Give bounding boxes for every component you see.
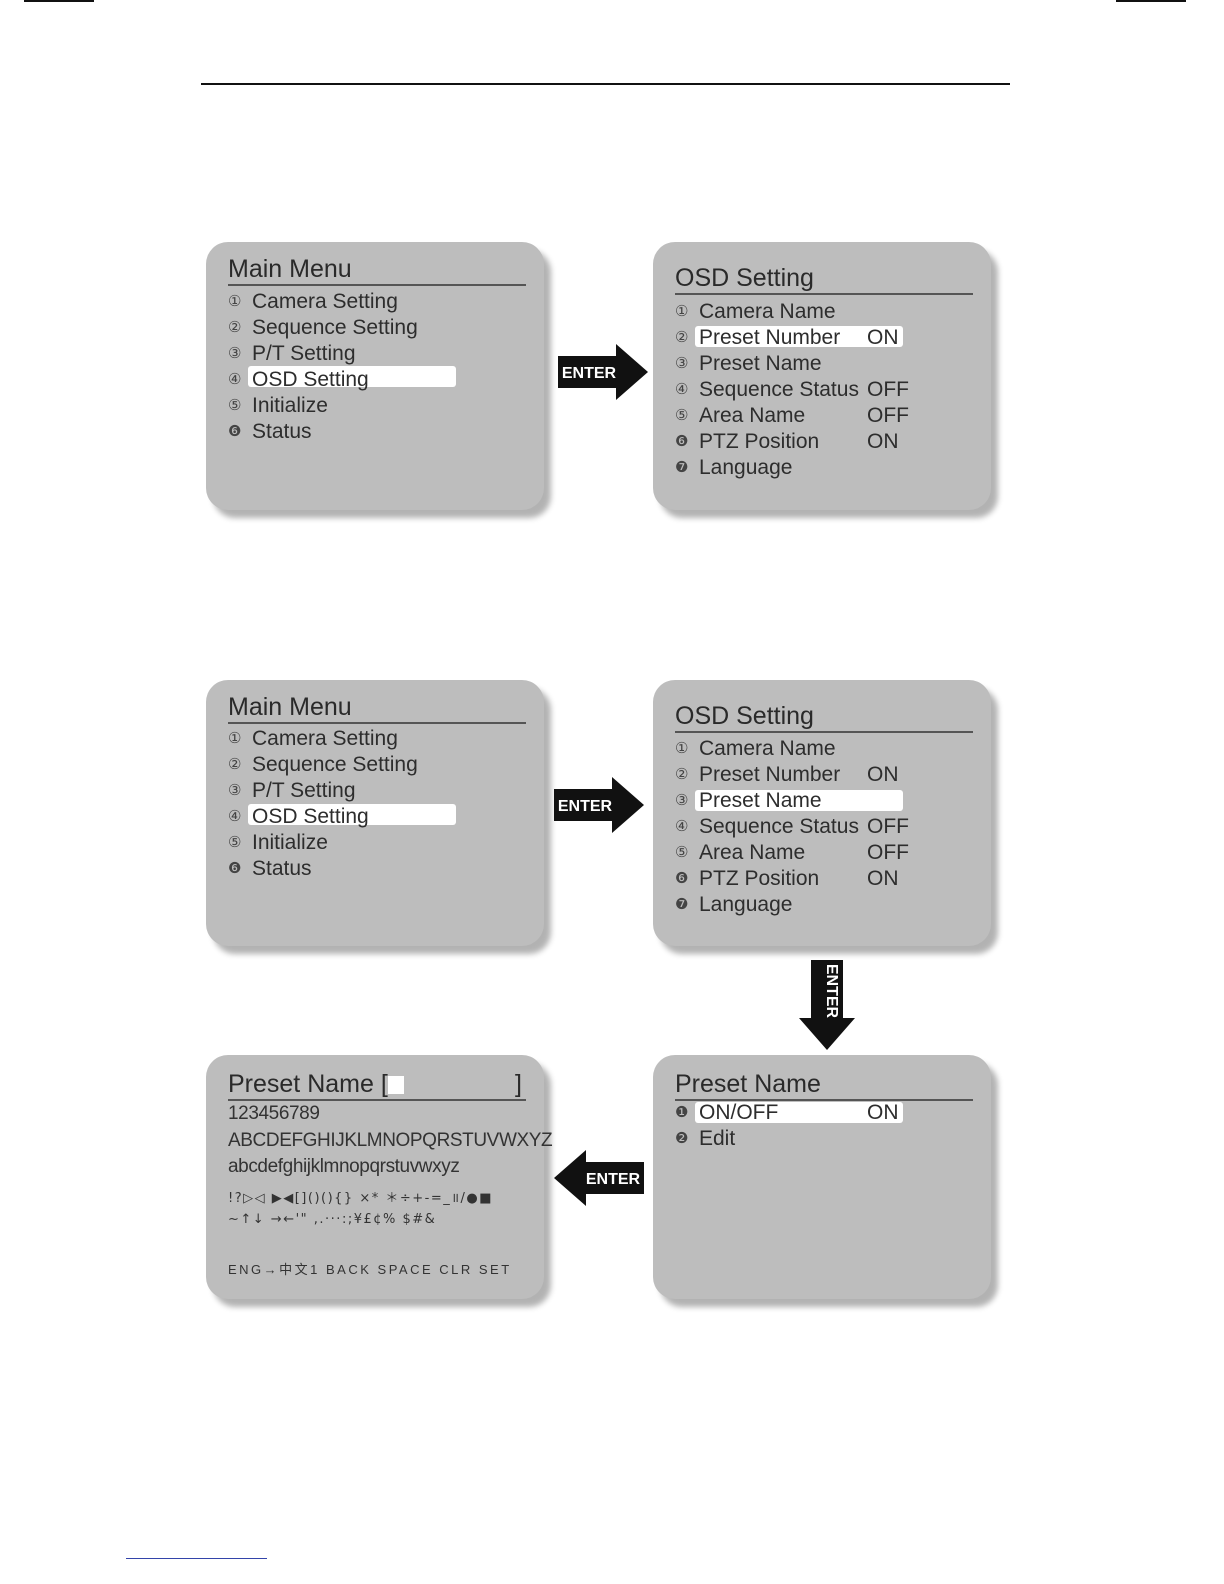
preset-edit-title-prefix: Preset Name [ [228,1070,388,1098]
osd-setting-title: OSD Setting [675,701,973,733]
selection-highlight [695,1102,903,1123]
selection-highlight [695,326,903,347]
top-right-corner-rule [1116,0,1186,2]
main-menu-title: Main Menu [228,254,526,286]
enter-label: ENTER [562,365,617,382]
enter-label: ENTER [586,1171,641,1188]
enter-arrow-right-icon: ENTER [558,344,650,400]
keyboard-control-row[interactable]: ENG→中文1 BACK SPACE CLR SET [228,1262,512,1277]
main-menu-title: Main Menu [228,692,526,724]
keyboard-lowercase[interactable]: abcdefghijklmnopqrstuvwxyz [228,1156,460,1177]
header-rule [201,83,1010,85]
keyboard-digits[interactable]: 123456789 [228,1103,320,1124]
keyboard-symbols-1[interactable]: !?▷◁ ▶◀[]()(){} ×* ＊÷+-=_॥/●■ [228,1191,494,1206]
selection-highlight [248,804,456,825]
selection-highlight [695,790,903,811]
enter-label: ENTER [558,798,613,815]
preset-edit-title: Preset Name [] [228,1069,526,1101]
selection-highlight [248,366,456,387]
enter-arrow-down-icon: ENTER [799,960,855,1052]
osd-setting-title: OSD Setting [675,263,973,295]
enter-label: ENTER [823,964,840,1019]
enter-arrow-right-icon: ENTER [554,777,646,833]
preset-name-title: Preset Name [675,1069,973,1101]
preset-edit-title-suffix: ] [515,1070,522,1098]
keyboard-symbols-2[interactable]: ~↑↓ →←'" ,.···:;¥£¢% $#& [228,1212,437,1227]
text-cursor [387,1076,404,1094]
top-left-corner-rule [24,0,94,2]
footer-link-rule [126,1558,267,1559]
keyboard-uppercase[interactable]: ABCDEFGHIJKLMNOPQRSTUVWXYZ [228,1130,553,1151]
preset-name-edit-panel: Preset Name [] 123456789 ABCDEFGHIJKLMNO… [206,1055,553,1299]
enter-arrow-left-icon: ENTER [554,1150,646,1206]
